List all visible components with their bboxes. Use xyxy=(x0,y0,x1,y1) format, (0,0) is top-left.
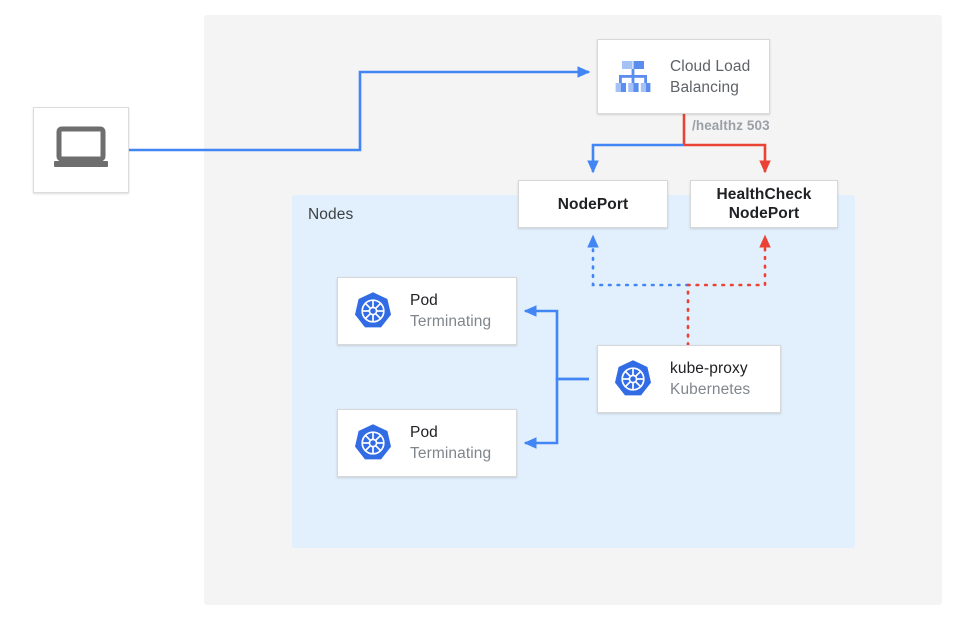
pod-card-1: Pod Terminating xyxy=(337,277,517,345)
client-laptop-card xyxy=(33,107,129,193)
kube-proxy-title: kube-proxy xyxy=(670,360,748,377)
kubernetes-icon xyxy=(352,422,394,464)
kube-proxy-card: kube-proxy Kubernetes xyxy=(597,345,781,413)
pod-subtitle-2: Terminating xyxy=(410,445,492,462)
kubernetes-icon xyxy=(612,358,654,400)
laptop-icon xyxy=(52,126,110,175)
nodeport-label: NodePort xyxy=(557,195,629,213)
cloud-load-balancing-title-line1: Cloud Load xyxy=(670,57,751,75)
pod-subtitle-1: Terminating xyxy=(410,313,492,330)
healthcheck-nodeport-label-line1: HealthCheck xyxy=(716,186,812,203)
healthcheck-nodeport-text: HealthCheck NodePort xyxy=(717,185,812,223)
kubernetes-icon xyxy=(352,290,394,332)
cloud-load-balancing-text: Cloud Load Balancing xyxy=(670,56,750,98)
nodeport-card: NodePort xyxy=(518,180,668,228)
healthcheck-nodeport-label-line2: NodePort xyxy=(728,205,800,222)
pod-title-2: Pod xyxy=(410,424,438,441)
kube-proxy-subtitle: Kubernetes xyxy=(670,381,751,398)
cloud-load-balancing-card: Cloud Load Balancing xyxy=(597,39,770,114)
cloud-load-balancing-title-line2: Balancing xyxy=(670,78,739,96)
cloud-load-balancing-icon xyxy=(612,56,654,98)
pod-title-1: Pod xyxy=(410,292,438,309)
nodes-panel-label: Nodes xyxy=(308,206,354,223)
pod-text-1: Pod Terminating xyxy=(410,290,491,332)
pod-card-2: Pod Terminating xyxy=(337,409,517,477)
kube-proxy-text: kube-proxy Kubernetes xyxy=(670,358,750,400)
healthz-503-label: /healthz 503 xyxy=(692,118,770,133)
healthcheck-nodeport-card: HealthCheck NodePort xyxy=(690,180,838,228)
pod-text-2: Pod Terminating xyxy=(410,422,491,464)
